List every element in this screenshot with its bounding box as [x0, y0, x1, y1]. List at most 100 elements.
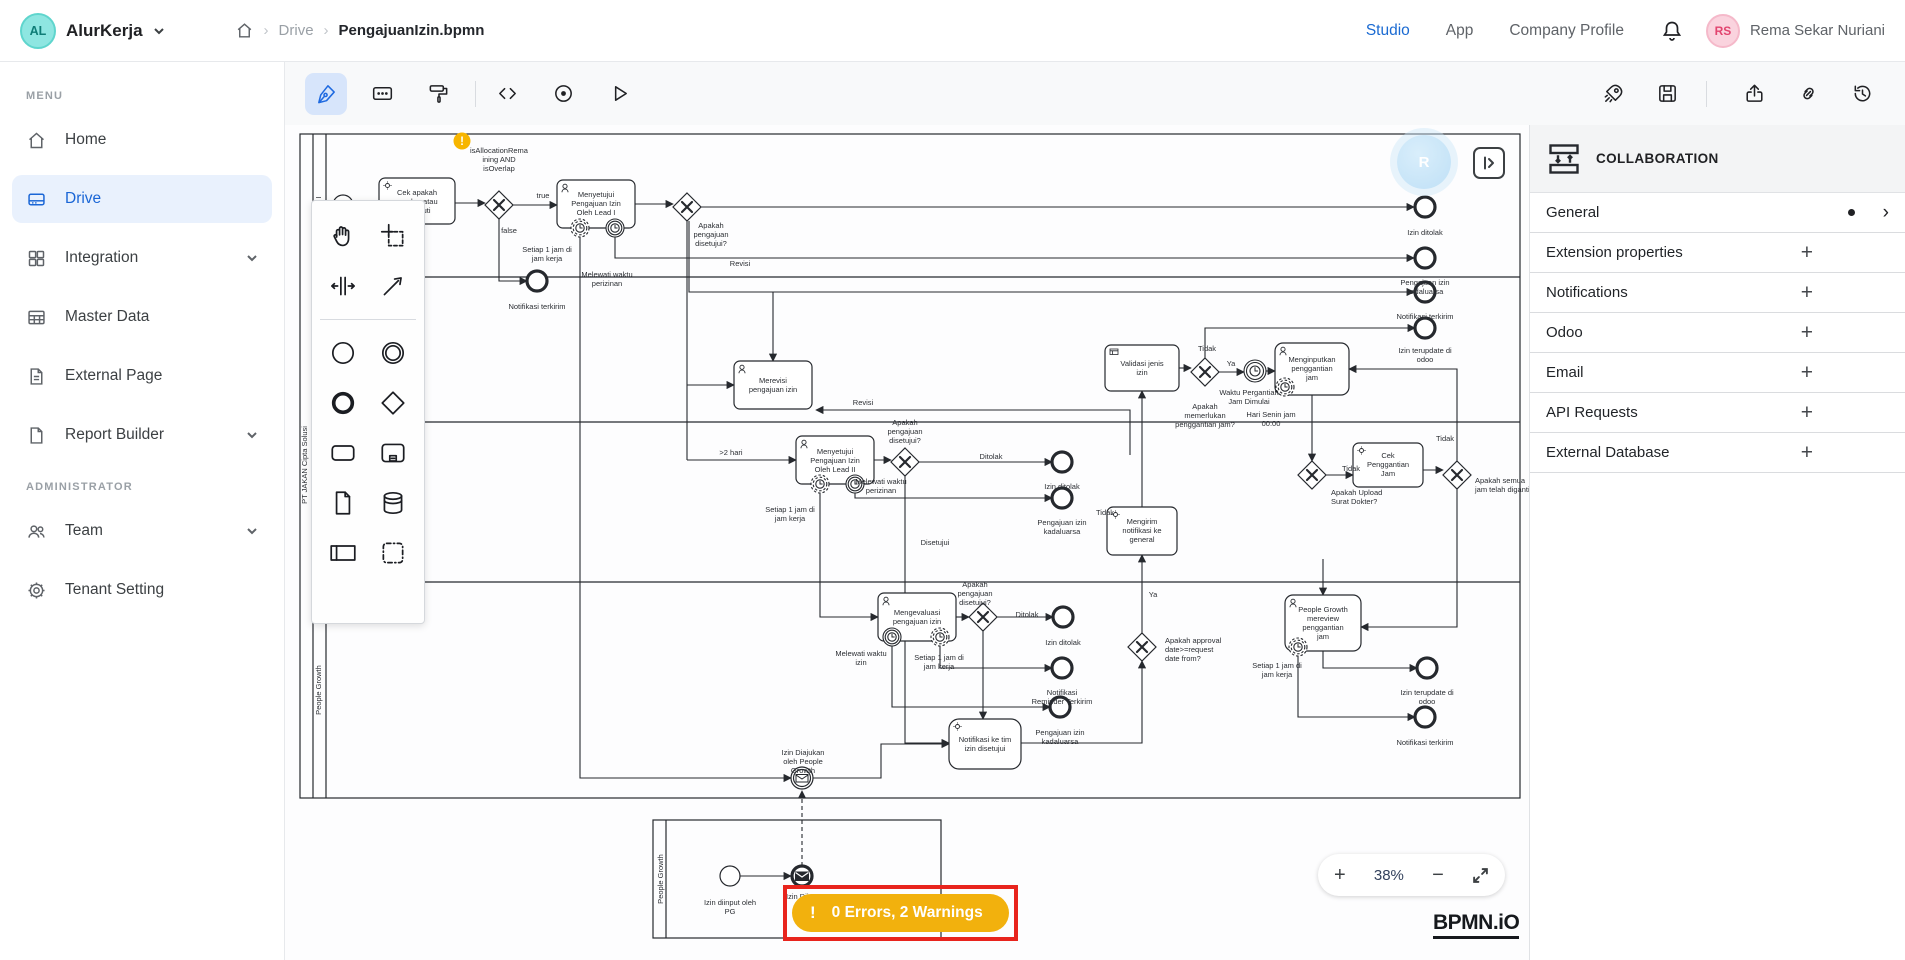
collaboration-pool[interactable]: [299, 133, 1521, 939]
errors-warnings-button[interactable]: ! 0 Errors, 2 Warnings: [792, 894, 1009, 932]
sidebar-item-team[interactable]: Team: [12, 507, 272, 555]
sidebar-item-drive[interactable]: Drive: [12, 175, 272, 223]
history-button[interactable]: [1845, 77, 1879, 111]
sidebar-item-external-page[interactable]: External Page: [12, 352, 272, 400]
panel-section-extension-properties[interactable]: Extension properties +: [1530, 233, 1905, 273]
global-connect-tool[interactable]: [368, 261, 418, 311]
zoom-level[interactable]: 38%: [1373, 866, 1404, 884]
add-icon[interactable]: +: [1800, 441, 1813, 464]
user-menu[interactable]: RS Rema Sekar Nuriani: [1705, 13, 1885, 48]
annotation-tool-button[interactable]: [361, 73, 403, 115]
create-group[interactable]: [368, 528, 418, 578]
panel-section-email[interactable]: Email +: [1530, 353, 1905, 393]
create-gateway[interactable]: [368, 378, 418, 428]
brand[interactable]: AL AlurKerja: [20, 12, 165, 49]
collaborator-avatar[interactable]: R: [1397, 135, 1451, 189]
tab-studio[interactable]: Studio: [1365, 21, 1410, 39]
deploy-button[interactable]: [1596, 77, 1630, 111]
panel-section-api-requests[interactable]: API Requests +: [1530, 393, 1905, 433]
properties-panel-toggle[interactable]: [1473, 147, 1505, 179]
svg-text:Disetujui: Disetujui: [921, 538, 950, 547]
panel-open-icon: [1484, 156, 1494, 170]
timer-event-icon: [605, 218, 625, 238]
user-task-icon: [1289, 598, 1297, 608]
bell-icon[interactable]: [1660, 19, 1684, 43]
chevron-right-icon[interactable]: ›: [1882, 202, 1889, 223]
section-label: Email: [1546, 364, 1584, 381]
bpmn-diagram[interactable]: Cek apakahoverlap atausisa cutiisAllocat…: [285, 125, 1529, 960]
bpmn-canvas[interactable]: Cek apakahoverlap atausisa cutiisAllocat…: [285, 125, 1529, 960]
hand-tool[interactable]: [318, 211, 368, 261]
create-end-event[interactable]: [318, 378, 368, 428]
space-tool[interactable]: [318, 261, 368, 311]
panel-section-notifications[interactable]: Notifications +: [1530, 273, 1905, 313]
section-label: API Requests: [1546, 404, 1638, 421]
section-label: Odoo: [1546, 324, 1583, 341]
sidebar-item-report-builder[interactable]: Report Builder: [12, 411, 272, 459]
add-icon[interactable]: +: [1800, 321, 1813, 344]
add-icon[interactable]: +: [1800, 401, 1813, 424]
timer-event-icon: [882, 627, 902, 647]
user-task-icon: [561, 183, 569, 193]
timer-event-icon: [1288, 637, 1308, 657]
chevron-down-icon[interactable]: [153, 25, 165, 37]
lasso-icon: [380, 223, 404, 247]
panel-section-odoo[interactable]: Odoo +: [1530, 313, 1905, 353]
bpmn-events[interactable]: [332, 132, 1439, 888]
create-data-store[interactable]: [368, 478, 418, 528]
svg-text:Ditolak: Ditolak: [1016, 610, 1039, 619]
breadcrumb-drive[interactable]: Drive: [278, 22, 314, 39]
export-button[interactable]: [1737, 77, 1771, 111]
zoom-out-button[interactable]: −: [1432, 864, 1444, 886]
paint-roller-tool-button[interactable]: [417, 73, 459, 115]
copy-link-button[interactable]: [1791, 77, 1825, 111]
rocket-icon: [1604, 84, 1622, 103]
warning-marker-icon[interactable]: [453, 132, 471, 150]
code-view-button[interactable]: [486, 73, 528, 115]
gateway-icon: [381, 391, 405, 415]
people-icon: [28, 524, 45, 538]
timer-event-icon: [570, 218, 590, 238]
home-icon[interactable]: [235, 21, 254, 40]
sidebar-item-home[interactable]: Home: [12, 116, 272, 164]
sidebar-item-integration[interactable]: Integration: [12, 234, 272, 282]
bpmn-tasks[interactable]: [378, 177, 1424, 770]
create-data-object[interactable]: [318, 478, 368, 528]
select-pen-tool-button[interactable]: [305, 72, 347, 115]
tab-app[interactable]: App: [1445, 21, 1474, 39]
tab-company-profile[interactable]: Company Profile: [1509, 21, 1624, 39]
panel-section-general[interactable]: General ›: [1530, 193, 1905, 233]
fullscreen-icon[interactable]: [1472, 867, 1489, 884]
sidebar-item-master-data[interactable]: Master Data: [12, 293, 272, 341]
data-store-icon: [383, 491, 403, 515]
create-subprocess[interactable]: [368, 428, 418, 478]
add-icon[interactable]: +: [1800, 241, 1813, 264]
preview-button[interactable]: [542, 73, 584, 115]
timer-event-icon: [930, 627, 950, 647]
user-task-icon: [882, 596, 890, 606]
top-tabs: Studio App Company Profile: [1366, 0, 1624, 62]
sidebar-item-tenant-setting[interactable]: Tenant Setting: [12, 566, 272, 614]
properties-panel-title: COLLABORATION: [1596, 151, 1719, 166]
message-catch-event[interactable]: [790, 766, 814, 790]
save-button[interactable]: [1650, 77, 1684, 111]
create-start-event[interactable]: [318, 328, 368, 378]
section-label: Notifications: [1546, 284, 1628, 301]
panel-section-external-database[interactable]: External Database +: [1530, 433, 1905, 473]
create-intermediate-event[interactable]: [368, 328, 418, 378]
message-end-event[interactable]: [790, 864, 814, 888]
add-icon[interactable]: +: [1800, 281, 1813, 304]
add-icon[interactable]: +: [1800, 361, 1813, 384]
create-participant[interactable]: [318, 528, 368, 578]
editor-toolbar: [285, 62, 1905, 125]
bpmn-io-logo[interactable]: BPMN.iO: [1433, 911, 1520, 939]
svg-text:Tidak: Tidak: [1096, 508, 1114, 517]
run-button[interactable]: [598, 73, 640, 115]
create-task[interactable]: [318, 428, 368, 478]
bpmn-gateways[interactable]: [484, 190, 1472, 662]
zoom-in-button[interactable]: +: [1334, 864, 1346, 886]
lasso-tool[interactable]: [368, 211, 418, 261]
